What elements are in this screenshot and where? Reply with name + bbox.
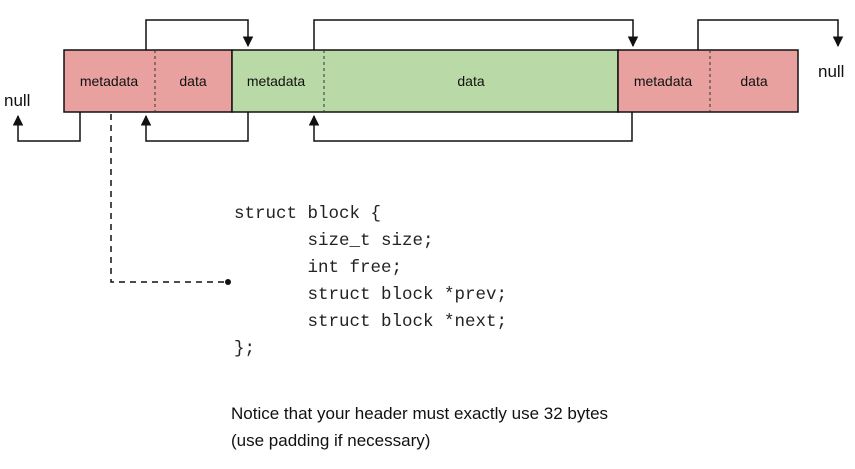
- connector-endpoint-dot: [225, 279, 231, 285]
- block-1-rect: [63, 49, 233, 113]
- block-1-metadata-label: metadata: [80, 73, 139, 89]
- code-line-4: struct block *prev;: [234, 285, 508, 305]
- block-1-data-label: data: [179, 73, 206, 89]
- metadata-to-struct-connector: [110, 114, 226, 283]
- header-size-note: Notice that your header must exactly use…: [231, 400, 608, 454]
- block-3-data-label: data: [740, 73, 767, 89]
- next-arrow-block3-to-null: [697, 19, 844, 50]
- block-3-rect: [617, 49, 799, 113]
- null-label-right: null: [818, 62, 844, 81]
- note-line-2: (use padding if necessary): [231, 431, 431, 450]
- code-line-5: struct block *next;: [234, 312, 508, 332]
- block-3-metadata-label: metadata: [634, 73, 693, 89]
- code-line-3: int free;: [234, 258, 403, 278]
- note-line-1: Notice that your header must exactly use…: [231, 404, 609, 423]
- next-arrow-block2-to-block3: [313, 19, 639, 50]
- next-arrow-block1-to-block2: [145, 19, 254, 50]
- code-line-2: size_t size;: [234, 231, 434, 251]
- prev-arrow-block2-to-block1: [140, 112, 249, 142]
- prev-arrow-block3-to-block2: [308, 112, 633, 142]
- code-line-1: struct block {: [234, 204, 382, 224]
- code-line-6: };: [234, 339, 256, 359]
- block-2-rect: [231, 49, 619, 113]
- block-2-data-label: data: [457, 73, 484, 89]
- null-label-left: null: [4, 91, 30, 110]
- prev-arrow-block1-to-null: [12, 112, 81, 142]
- struct-block-code: struct block { size_t size; int free; st…: [234, 201, 507, 363]
- block-2-metadata-label: metadata: [247, 73, 306, 89]
